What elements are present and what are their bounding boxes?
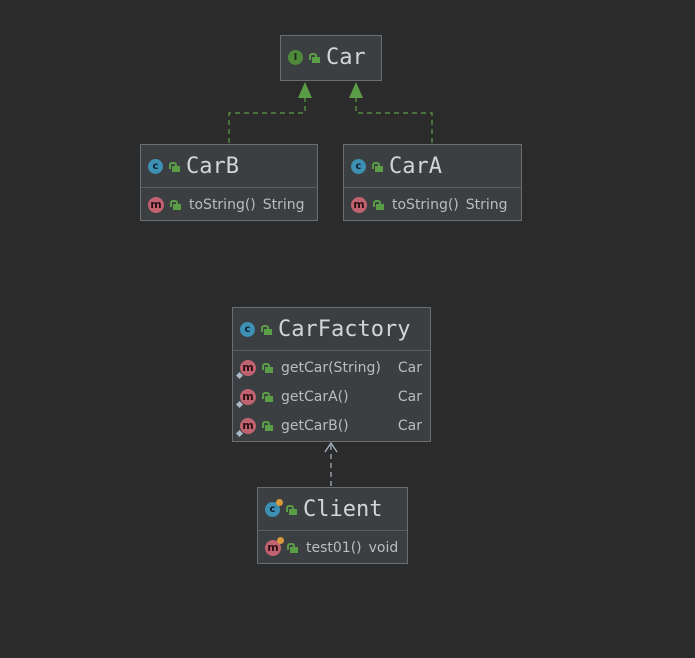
member-name: toString() xyxy=(189,196,256,213)
member-list: m getCar(String) Car m getCarA() Car m g… xyxy=(233,351,430,443)
run-badge-icon xyxy=(277,536,284,544)
lock-icon xyxy=(262,391,273,402)
member-type: void xyxy=(368,539,399,556)
test-method-icon: m xyxy=(265,536,284,556)
member-row[interactable]: m toString() String xyxy=(344,190,521,219)
member-name: getCarA() xyxy=(281,388,349,405)
lock-icon xyxy=(286,504,297,515)
node-title: Car xyxy=(326,45,366,70)
node-header: c Client xyxy=(258,488,407,531)
node-car[interactable]: I Car xyxy=(280,35,382,81)
edge-line xyxy=(228,98,306,143)
node-title: CarB xyxy=(186,153,239,179)
edge-cara-implements-car xyxy=(349,82,433,143)
lock-icon xyxy=(262,362,273,373)
member-type: String xyxy=(465,196,508,213)
class-icon: c xyxy=(351,158,366,174)
node-header: c CarFactory xyxy=(233,308,430,351)
class-icon: c xyxy=(148,158,163,174)
node-carfactory[interactable]: c CarFactory m getCar(String) Car m getC… xyxy=(232,307,431,442)
lock-icon xyxy=(170,199,181,210)
class-icon: c xyxy=(265,498,283,517)
member-type: Car xyxy=(397,359,422,376)
lock-icon xyxy=(261,324,272,335)
interface-icon: I xyxy=(288,50,303,65)
edge-client-depends-carfactory xyxy=(324,441,338,486)
member-row[interactable]: m getCar(String) Car xyxy=(233,353,430,382)
edge-carb-implements-car xyxy=(228,82,312,143)
method-icon: m xyxy=(148,196,164,213)
node-title: CarFactory xyxy=(278,316,411,342)
node-header: I Car xyxy=(281,36,381,79)
member-row[interactable]: m getCarB() Car xyxy=(233,411,430,440)
method-icon-letter: m xyxy=(242,390,254,403)
dependency-arrowhead xyxy=(324,441,338,453)
lock-icon xyxy=(309,52,320,63)
lock-icon xyxy=(169,161,180,172)
static-method-icon: m xyxy=(235,417,256,437)
implements-arrowhead xyxy=(349,82,363,98)
method-icon-letter: m xyxy=(267,541,279,554)
member-list: m toString() String xyxy=(141,188,317,222)
edge-line xyxy=(355,98,433,143)
member-type: String xyxy=(262,196,305,213)
node-header: c CarA xyxy=(344,145,521,188)
member-row[interactable]: m toString() String xyxy=(141,190,317,219)
member-type: Car xyxy=(397,417,422,434)
node-title: CarA xyxy=(389,153,442,179)
lock-icon xyxy=(373,199,384,210)
member-list: m toString() String xyxy=(344,188,521,222)
member-name: getCarB() xyxy=(281,417,349,434)
lock-icon xyxy=(287,542,298,553)
lock-icon xyxy=(262,420,273,431)
method-icon: m xyxy=(351,196,367,213)
member-type: Car xyxy=(397,388,422,405)
member-name: test01() xyxy=(306,539,362,556)
member-row[interactable]: m test01() void xyxy=(258,533,407,562)
method-icon-letter: m xyxy=(242,361,254,374)
member-name: toString() xyxy=(392,196,459,213)
static-method-icon: m xyxy=(235,359,256,379)
node-header: c CarB xyxy=(141,145,317,188)
implements-arrowhead xyxy=(298,82,312,98)
node-title: Client xyxy=(303,496,383,522)
member-row[interactable]: m getCarA() Car xyxy=(233,382,430,411)
node-cara[interactable]: c CarA m toString() String xyxy=(343,144,522,221)
node-carb[interactable]: c CarB m toString() String xyxy=(140,144,318,221)
run-badge-icon xyxy=(276,498,283,506)
node-client[interactable]: c Client m test01() void xyxy=(257,487,408,564)
member-name: getCar(String) xyxy=(281,359,381,376)
class-icon: c xyxy=(240,321,255,337)
lock-icon xyxy=(372,161,383,172)
method-icon-letter: m xyxy=(242,419,254,432)
static-method-icon: m xyxy=(235,388,256,408)
member-list: m test01() void xyxy=(258,531,407,565)
class-icon-letter: c xyxy=(269,503,276,515)
